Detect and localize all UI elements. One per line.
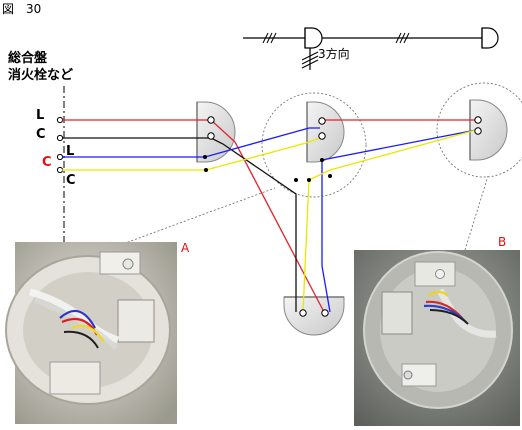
- photo-b: [354, 250, 520, 426]
- lamp-fixture-3: [469, 99, 508, 161]
- wire-blue-2: [321, 129, 477, 161]
- photo-label-a: A: [181, 241, 190, 255]
- schematic-symbol: 3方向: [243, 27, 499, 70]
- lamp-fixture-2: [306, 101, 345, 163]
- terminal-label-top-l: L: [36, 108, 44, 123]
- wire-yellow-3: [302, 179, 310, 313]
- three-way-label: 3方向: [318, 46, 350, 61]
- wire-blue: [62, 127, 320, 158]
- wire-black: [62, 137, 297, 312]
- lamp-symbol-right: [481, 27, 499, 49]
- panel-terminals: [56, 116, 64, 174]
- terminal-marker-red-c: C: [42, 155, 52, 170]
- highlight-circle-2: [261, 92, 367, 198]
- photo-label-b: B: [498, 235, 506, 249]
- highlight-circle-3: [436, 82, 522, 178]
- photo-a: [5, 242, 177, 424]
- panel-label-line1: 総合盤: [8, 50, 48, 66]
- lamp-fixture-1: [196, 101, 236, 163]
- wire-red: [62, 119, 325, 313]
- junction-dots: [203, 155, 332, 182]
- terminal-label-bottom-c: C: [66, 173, 76, 188]
- lamp-fixture-4: [283, 296, 345, 336]
- wire-yellow: [62, 137, 321, 171]
- wire-blue-3: [321, 160, 331, 313]
- wires: [62, 119, 477, 313]
- lamp-symbol-left: [304, 27, 323, 49]
- lamp-terminals: [207, 116, 482, 317]
- panel-label-line2: 消火栓など: [8, 67, 73, 83]
- wire-yellow-2: [308, 129, 477, 181]
- terminal-label-bottom-l: L: [66, 144, 74, 159]
- terminal-label-top-c: C: [36, 127, 46, 142]
- figure-label: 図 30: [2, 2, 41, 16]
